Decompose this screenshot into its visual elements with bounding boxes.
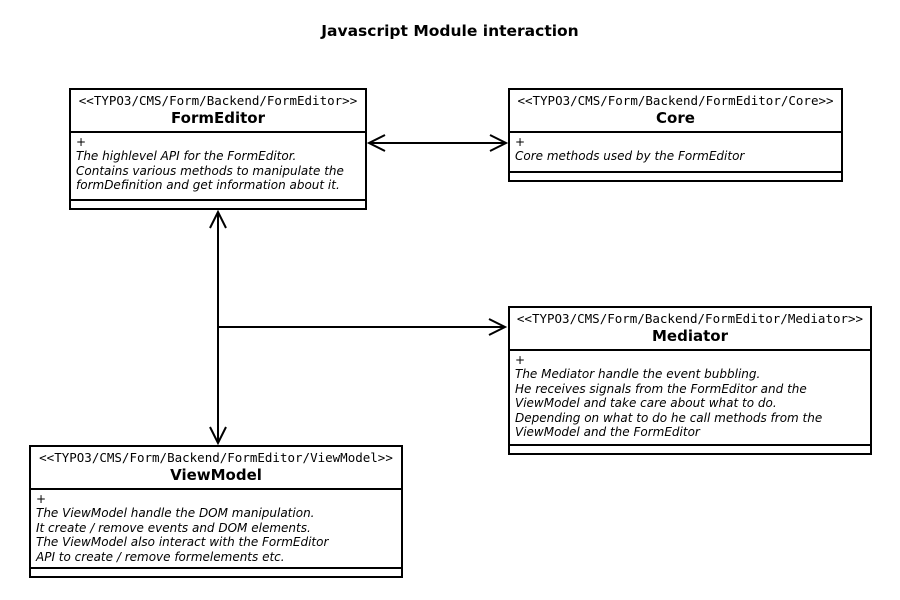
formeditor-stereotype: <<TYPO3/CMS/Form/Backend/FormEditor>> — [78, 93, 358, 108]
diagram-title: Javascript Module interaction — [321, 22, 579, 40]
mediator-name: Mediator — [652, 327, 728, 345]
mediator-methods-compartment — [510, 444, 870, 453]
viewmodel-desc-line: The ViewModel also interact with the For… — [36, 535, 329, 550]
formeditor-name: FormEditor — [171, 109, 265, 127]
core-visibility: + — [515, 135, 526, 149]
formeditor-desc-line: formDefinition and get information about… — [76, 178, 340, 193]
mediator-desc-line: ViewModel and the FormEditor — [515, 425, 700, 440]
viewmodel-visibility: + — [36, 492, 47, 506]
mediator-desc-line: ViewModel and take care about what to do… — [515, 396, 777, 411]
formeditor-header: <<TYPO3/CMS/Form/Backend/FormEditor>> Fo… — [71, 90, 365, 131]
formeditor-desc-line: Contains various methods to manipulate t… — [76, 163, 344, 178]
formeditor-visibility: + — [76, 135, 87, 149]
formeditor-viewmodel-arrow — [209, 209, 227, 446]
viewmodel-stereotype: <<TYPO3/CMS/Form/Backend/FormEditor/View… — [39, 450, 393, 465]
core-header: <<TYPO3/CMS/Form/Backend/FormEditor/Core… — [510, 90, 841, 131]
mediator-stereotype: <<TYPO3/CMS/Form/Backend/FormEditor/Medi… — [516, 311, 864, 326]
viewmodel-desc-line: It create / remove events and DOM elemen… — [36, 520, 311, 535]
junction-mediator-arrow — [218, 318, 508, 336]
mediator-desc-line: Depending on what to do he call methods … — [515, 410, 823, 425]
viewmodel-name: ViewModel — [170, 466, 262, 484]
core-description: + Core methods used by the FormEditor — [510, 131, 841, 171]
mediator-header: <<TYPO3/CMS/Form/Backend/FormEditor/Medi… — [510, 308, 870, 349]
core-class-box: <<TYPO3/CMS/Form/Backend/FormEditor/Core… — [508, 88, 843, 182]
mediator-desc-line: The Mediator handle the event bubbling. — [515, 367, 761, 382]
mediator-class-box: <<TYPO3/CMS/Form/Backend/FormEditor/Medi… — [508, 306, 872, 455]
formeditor-class-box: <<TYPO3/CMS/Form/Backend/FormEditor>> Fo… — [69, 88, 367, 210]
core-methods-compartment — [510, 171, 841, 180]
formeditor-desc-line: The highlevel API for the FormEditor. — [76, 149, 297, 164]
viewmodel-description: + The ViewModel handle the DOM manipulat… — [31, 488, 401, 567]
mediator-description: + The Mediator handle the event bubbling… — [510, 349, 870, 444]
core-stereotype: <<TYPO3/CMS/Form/Backend/FormEditor/Core… — [517, 93, 834, 108]
viewmodel-class-box: <<TYPO3/CMS/Form/Backend/FormEditor/View… — [29, 445, 403, 578]
formeditor-description: + The highlevel API for the FormEditor. … — [71, 131, 365, 199]
mediator-visibility: + — [515, 353, 526, 367]
viewmodel-header: <<TYPO3/CMS/Form/Backend/FormEditor/View… — [31, 447, 401, 488]
formeditor-methods-compartment — [71, 199, 365, 208]
viewmodel-methods-compartment — [31, 567, 401, 576]
viewmodel-desc-line: API to create / remove formelements etc. — [36, 549, 285, 564]
core-desc-line: Core methods used by the FormEditor — [515, 149, 745, 164]
viewmodel-desc-line: The ViewModel handle the DOM manipulatio… — [36, 506, 315, 521]
core-name: Core — [656, 109, 695, 127]
mediator-desc-line: He receives signals from the FormEditor … — [515, 381, 807, 396]
formeditor-core-arrow — [366, 134, 509, 152]
